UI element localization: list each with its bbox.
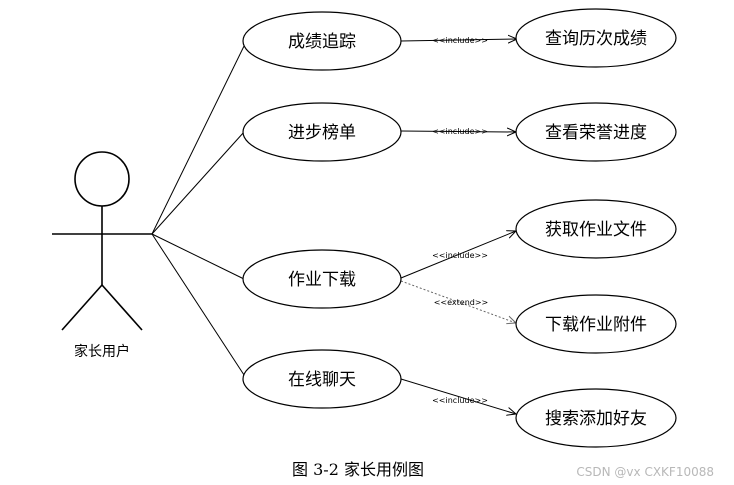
actor-parent-user: 家长用户	[52, 151, 152, 360]
use-case-label: 作业下载	[288, 270, 356, 290]
association-homework-download	[151, 233, 245, 280]
use-case-grade-tracking: 成绩追踪	[242, 11, 402, 71]
extend-label-1: <<extend>>	[434, 298, 489, 307]
include-arrow-3	[400, 231, 516, 279]
use-case-label: 成绩追踪	[288, 32, 356, 52]
association-progress-ranking	[151, 131, 245, 235]
use-case-query-history-grades: 查询历次成绩	[515, 8, 677, 68]
use-case-label: 在线聊天	[288, 370, 356, 390]
use-case-label: 查询历次成绩	[545, 29, 647, 49]
include-label-3: <<include>>	[432, 251, 488, 260]
use-case-homework-download: 作业下载	[242, 249, 402, 309]
association-online-chat	[151, 233, 247, 379]
use-case-download-homework-attachment: 下载作业附件	[515, 294, 677, 354]
include-label-1: <<include>>	[432, 36, 488, 45]
use-case-label: 搜索添加好友	[545, 409, 647, 429]
include-label-4: <<include>>	[432, 396, 488, 405]
use-case-search-add-friends: 搜索添加好友	[515, 388, 677, 448]
use-case-get-homework-files: 获取作业文件	[515, 199, 677, 259]
include-arrow-1	[400, 39, 517, 41]
use-case-online-chat: 在线聊天	[242, 349, 402, 409]
figure-caption: 图 3-2 家长用例图	[292, 460, 424, 479]
use-case-label: 进步榜单	[288, 123, 356, 143]
include-label-2: <<include>>	[432, 127, 488, 136]
actor-right-leg	[101, 284, 143, 331]
actor-left-leg	[61, 284, 103, 331]
include-arrow-2	[400, 131, 516, 132]
use-case-view-honor-progress: 查看荣誉进度	[515, 102, 677, 162]
include-arrow-4	[400, 378, 516, 414]
watermark: CSDN @vx CXKF10088	[576, 465, 714, 479]
use-case-label: 查看荣誉进度	[545, 123, 647, 143]
association-grade-tracking	[151, 41, 247, 235]
use-case-label: 获取作业文件	[545, 220, 647, 240]
extend-arrow-1	[400, 280, 516, 323]
actor-label: 家长用户	[74, 343, 130, 360]
use-case-label: 下载作业附件	[545, 315, 647, 335]
actor-head	[74, 151, 130, 207]
use-case-progress-ranking: 进步榜单	[242, 102, 402, 162]
